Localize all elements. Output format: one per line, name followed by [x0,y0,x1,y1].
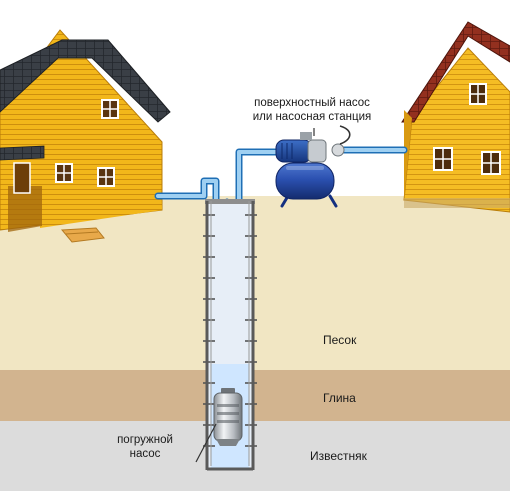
sand-layer-label: Песок [323,333,357,347]
pump-station [275,125,351,208]
limestone-layer-label: Известняк [310,449,367,463]
surface-pump-label: поверхностный насос или насосная станция [232,96,392,124]
callout-pointers [195,128,315,463]
submersible-pump-label-line2: насос [129,448,161,460]
submersible-pump [213,388,243,446]
right-house [401,21,510,213]
ground-layers [0,196,510,491]
limestone-layer [0,421,510,491]
clay-layer [0,370,510,422]
submersible-pump-label: погружной насос [100,433,190,461]
sand-layer [0,196,510,372]
submersible-pump-label-line1: погружной [117,434,173,446]
surface-pump-label-line1: поверхностный насос [254,97,370,109]
surface-pump-label-line2: или насосная станция [252,111,372,123]
clay-layer-label: Глина [323,391,356,405]
left-house [0,29,171,243]
